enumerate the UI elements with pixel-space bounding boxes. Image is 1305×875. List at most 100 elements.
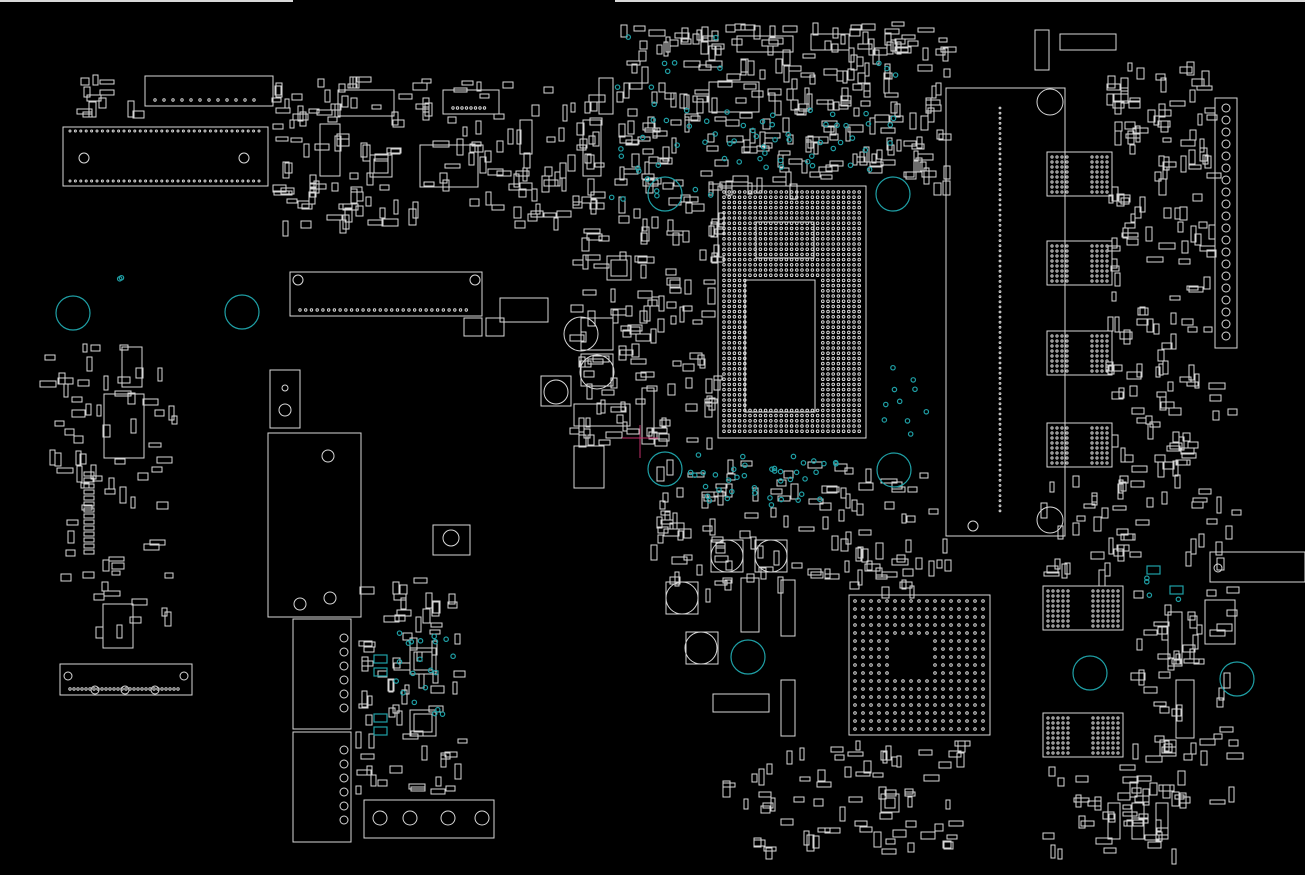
component-outline (1107, 802, 1121, 840)
passive-component (770, 507, 777, 518)
slot-pin (998, 376, 1002, 380)
slot-pin (998, 178, 1002, 181)
passive-component (132, 110, 145, 119)
bga-ball (861, 727, 865, 731)
connector-bottom-left (59, 663, 193, 696)
passive-component (667, 383, 676, 396)
bga-ball (957, 623, 961, 627)
bga-ball (774, 408, 778, 413)
bga-ball (722, 429, 726, 434)
bga-ball (769, 273, 773, 278)
passive-component (421, 745, 428, 761)
bga-ball (861, 679, 865, 683)
passive-component (73, 435, 84, 444)
bga-ball (853, 687, 857, 691)
bga-ball (748, 231, 752, 236)
bga-ball (1100, 339, 1104, 343)
passive-component (936, 129, 944, 140)
via (620, 196, 626, 202)
passive-component (1132, 743, 1139, 760)
bga-ball (1100, 344, 1104, 348)
passive-component (871, 153, 877, 164)
bga-ball (1061, 624, 1065, 628)
passive-component (103, 375, 109, 391)
bga-ball (727, 372, 732, 376)
passive-component (588, 135, 596, 145)
bga-ball (821, 398, 825, 402)
passive-component (479, 156, 487, 174)
bga-ball (774, 263, 778, 267)
bga-ball (925, 719, 929, 723)
passive-component (753, 839, 766, 847)
bga-ball (1055, 446, 1059, 450)
bga-ball (789, 268, 794, 272)
bga-ball (1065, 334, 1069, 338)
bga-ball (732, 278, 737, 283)
passive-component (1075, 775, 1089, 783)
bga-ball (1095, 279, 1099, 283)
bga-ball (1106, 726, 1110, 730)
bga-ball (826, 372, 830, 376)
via (740, 122, 747, 129)
bga-ball (1091, 746, 1095, 750)
passive-component (314, 143, 330, 151)
bga-ball (841, 289, 846, 293)
passive-component (874, 47, 888, 56)
bga-ball (763, 242, 768, 246)
bga-ball (841, 403, 846, 408)
bga-ball (852, 325, 856, 330)
passive-component (650, 544, 658, 561)
via (671, 60, 678, 66)
passive-component (614, 178, 628, 186)
passive-component (589, 117, 603, 126)
via (762, 150, 768, 156)
bga-ball (748, 226, 752, 231)
bga-ball (753, 211, 758, 215)
passive-component (1114, 130, 1122, 146)
bga-ball (758, 247, 763, 251)
bga-ball (1105, 426, 1109, 430)
bga-ball (1106, 721, 1110, 725)
bga-ball (925, 631, 929, 635)
via (865, 121, 872, 127)
bga-ball (1091, 741, 1095, 745)
mounting-hole (372, 810, 388, 826)
mounting-hole (876, 452, 912, 488)
bga-ball (815, 273, 820, 278)
bga-ball (1065, 274, 1069, 278)
via (843, 122, 849, 129)
passive-component (938, 133, 952, 141)
passive-component (1121, 232, 1139, 238)
passive-component (101, 581, 109, 592)
bga-ball (826, 304, 830, 309)
via (751, 490, 758, 496)
bga-ball (852, 252, 856, 257)
passive-component (864, 62, 870, 77)
passive-component (275, 107, 291, 114)
bga-ball (821, 263, 825, 267)
passive-component (1094, 796, 1102, 811)
bga-ball (885, 655, 889, 659)
passive-component (1128, 100, 1141, 109)
passive-component (633, 208, 641, 219)
bga-ball (1055, 461, 1059, 465)
bga-ball (779, 200, 784, 205)
via (767, 495, 773, 501)
memory-chip (1042, 585, 1124, 631)
bga-ball (1051, 609, 1055, 613)
bga-ball (826, 283, 830, 288)
bga-ball (1105, 170, 1109, 174)
via (834, 122, 840, 129)
bga-ball (1046, 624, 1050, 628)
via (712, 34, 719, 41)
passive-component (77, 379, 90, 387)
bga-ball (737, 273, 742, 278)
bga-ball (861, 711, 865, 715)
bga-ball (836, 382, 841, 387)
passive-component (873, 831, 882, 848)
slot-pin (998, 341, 1002, 345)
bga-ball (1095, 359, 1099, 363)
passive-component (1216, 557, 1225, 571)
bga-ball (1060, 339, 1064, 343)
